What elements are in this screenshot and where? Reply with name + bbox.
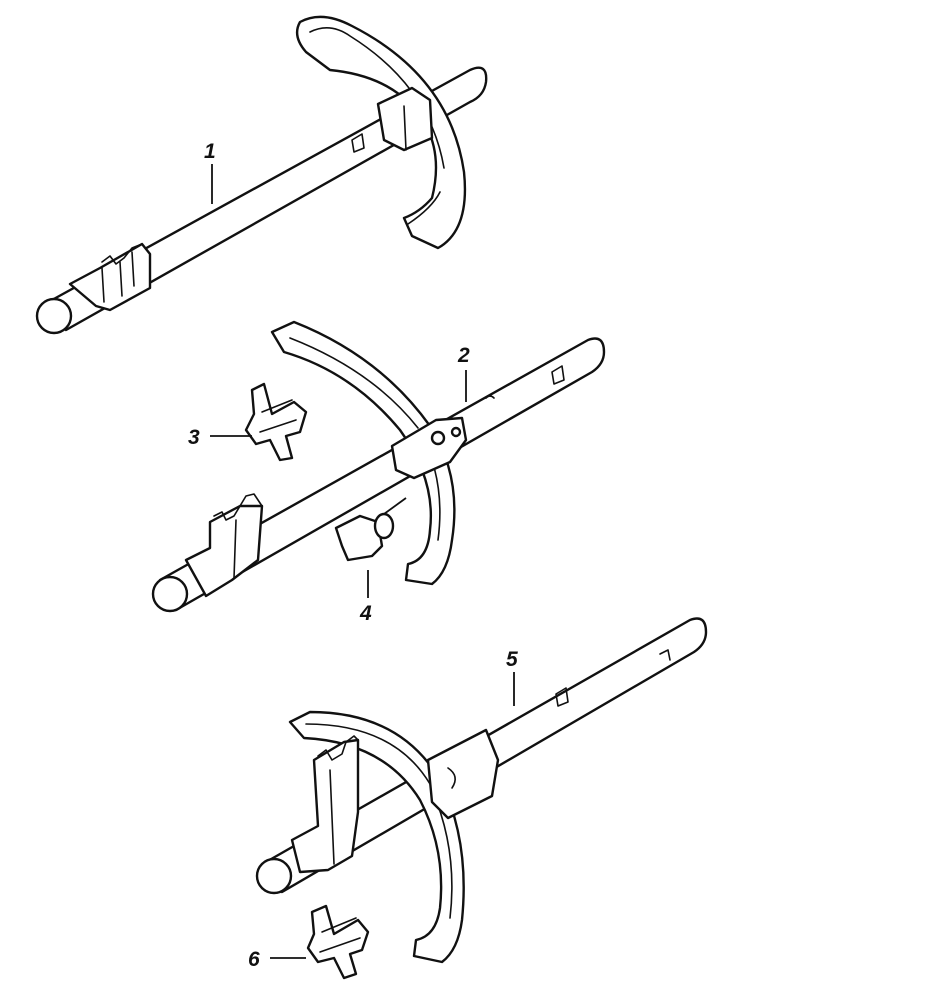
callout-3: 3 xyxy=(188,426,252,449)
shift-fork-2-hub xyxy=(390,416,468,480)
shift-rail-assembly-1 xyxy=(35,15,488,335)
callout-6-label: 6 xyxy=(248,948,260,971)
shift-fork-5-hub xyxy=(426,728,500,820)
interlock-3 xyxy=(244,382,308,462)
callout-5: 5 xyxy=(506,648,518,706)
rail-2-end-block xyxy=(184,504,264,598)
callout-2: 2 xyxy=(457,344,470,402)
rail-1-end-block xyxy=(68,242,152,312)
pin-4 xyxy=(334,514,384,562)
rail-2-end xyxy=(151,575,189,613)
callout-1-label: 1 xyxy=(204,140,216,163)
hub-2-bolt xyxy=(430,430,446,446)
rail-1-end xyxy=(35,297,73,335)
rail-2-body xyxy=(158,337,606,612)
rail-5-end-block xyxy=(290,738,360,874)
shift-rail-assembly-2 xyxy=(151,320,606,613)
interlock-6 xyxy=(306,904,370,980)
callout-4-label: 4 xyxy=(359,602,372,625)
rail-5-end xyxy=(255,857,293,895)
callout-4: 4 xyxy=(359,570,372,625)
callout-5-label: 5 xyxy=(506,648,518,671)
callout-6: 6 xyxy=(248,948,306,971)
callout-1: 1 xyxy=(204,140,216,204)
callout-2-label: 2 xyxy=(457,344,470,367)
callout-3-label: 3 xyxy=(188,426,200,449)
rail-1-body xyxy=(50,66,488,332)
rail-2-notch xyxy=(551,365,565,385)
shift-rail-assembly-5 xyxy=(255,617,708,980)
rail-1-notch xyxy=(351,133,365,153)
